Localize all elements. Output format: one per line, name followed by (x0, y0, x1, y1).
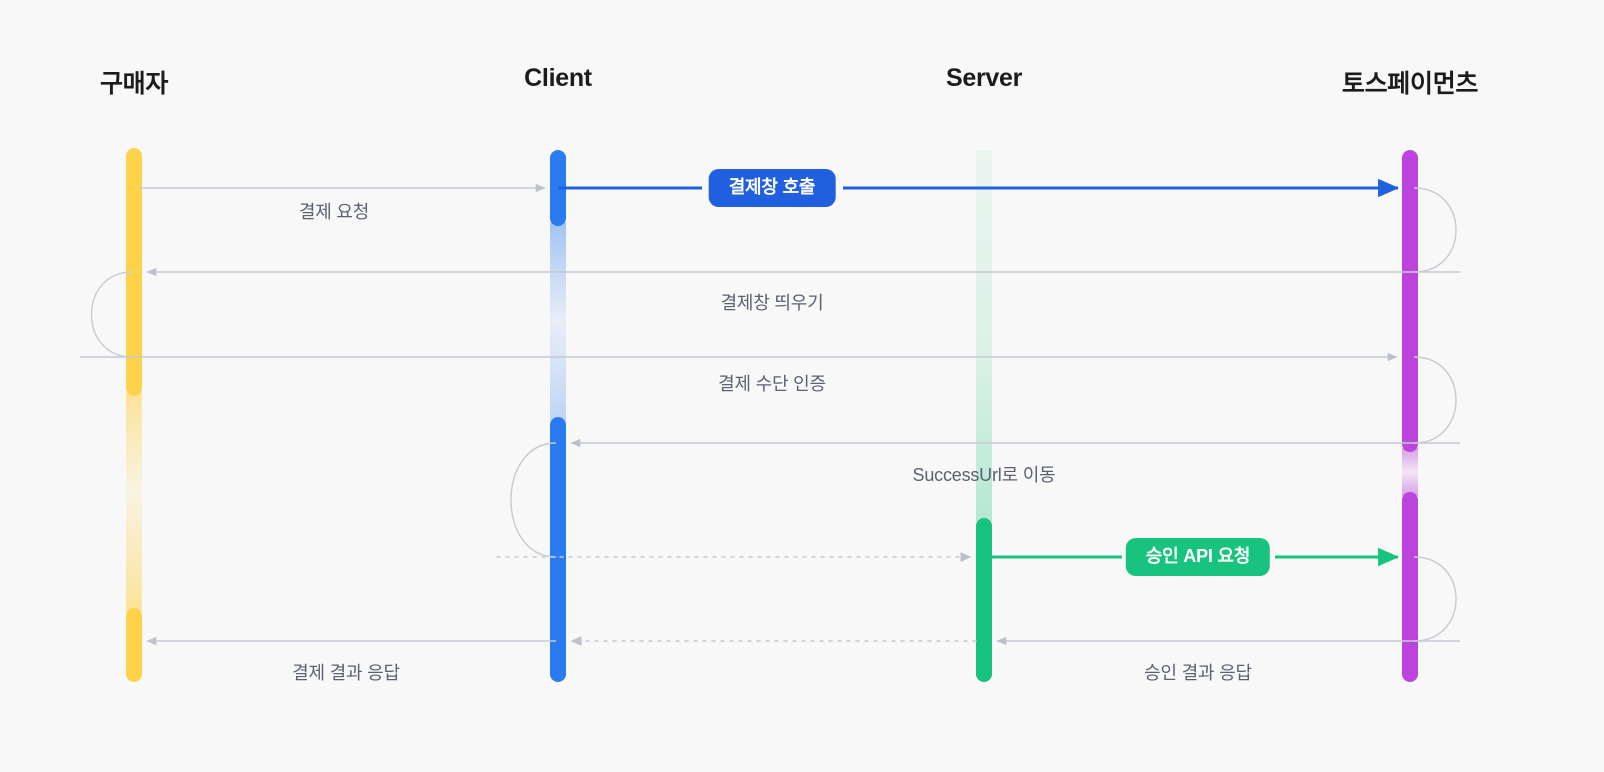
lifeline-client (550, 150, 566, 682)
activation-bar-server-faded (976, 150, 992, 522)
lifeline-toss (1402, 150, 1418, 682)
activation-bar-toss-1 (1402, 150, 1418, 452)
message-badge-open-payment-window: 결제창 호출 (708, 169, 836, 207)
actor-title-buyer: 구매자 (99, 70, 169, 98)
activation-bar-toss-2 (1402, 492, 1418, 682)
message-label-payment-result-response: 결제 결과 응답 (292, 663, 400, 683)
loop-toss-2 (1413, 356, 1457, 444)
loop-buyer-1 (90, 271, 133, 358)
lifeline-buyer (126, 148, 142, 682)
message-label-show-payment-window: 결제창 띄우기 (720, 293, 824, 313)
activation-bar-buyer-1 (126, 148, 142, 396)
message-label-payment-request: 결제 요청 (298, 202, 370, 222)
message-label-redirect-success-url: SuccessUrl로 이동 (912, 465, 1056, 485)
message-label-approval-result-response: 승인 결과 응답 (1144, 663, 1252, 683)
activation-bar-toss-faded (1402, 448, 1418, 496)
activation-bar-client-2 (550, 417, 566, 682)
actor-title-client: Client (524, 64, 592, 92)
activation-bar-buyer-2 (126, 608, 142, 682)
message-badge-approval-api-request: 승인 API 요청 (1125, 538, 1271, 576)
loop-toss-3 (1413, 556, 1457, 642)
loop-client-1 (510, 442, 557, 558)
actor-title-server: Server (945, 64, 1023, 92)
actor-title-toss-payments: 토스페이먼츠 (1341, 70, 1479, 98)
activation-bar-server-1 (976, 518, 992, 682)
lifeline-server (976, 150, 992, 682)
activation-bar-buyer-faded (126, 392, 142, 612)
message-label-authenticate-payment-method: 결제 수단 인증 (718, 374, 826, 394)
loop-toss-1 (1413, 187, 1457, 273)
activation-bar-client-faded (550, 222, 566, 421)
